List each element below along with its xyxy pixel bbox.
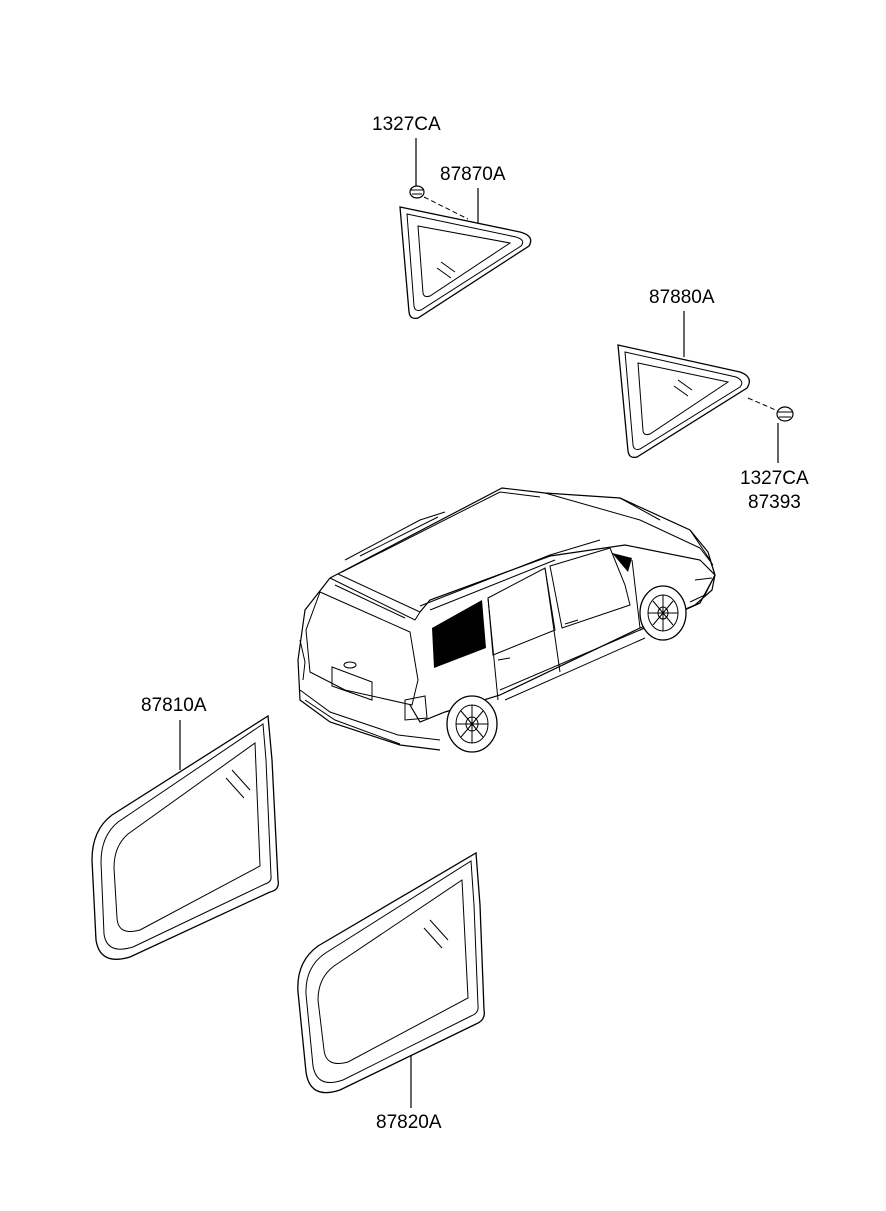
front-wheel [639, 585, 687, 641]
label-glass-87880A[interactable]: 87880A [649, 287, 715, 308]
clip-right-icon [776, 406, 794, 422]
label-glass-87810A[interactable]: 87810A [141, 695, 207, 716]
clip-right-group: 1327CA 87393 [740, 406, 809, 513]
label-screw-87393[interactable]: 87393 [748, 492, 801, 513]
glass-87880A: 87880A [617, 287, 779, 459]
label-clip-top[interactable]: 1327CA [372, 114, 441, 135]
clip-top-group: 1327CA [372, 114, 469, 220]
rear-wheel [446, 695, 498, 753]
clip-top-icon [409, 185, 425, 199]
glass-87810A: 87810A [91, 695, 279, 960]
glass-87870A: 87870A [399, 164, 532, 320]
vehicle-illustration [297, 487, 716, 753]
label-clip-right[interactable]: 1327CA [740, 468, 809, 489]
label-glass-87820A[interactable]: 87820A [376, 1112, 442, 1133]
label-glass-87870A[interactable]: 87870A [440, 164, 506, 185]
glass-87820A: 87820A [297, 851, 485, 1133]
